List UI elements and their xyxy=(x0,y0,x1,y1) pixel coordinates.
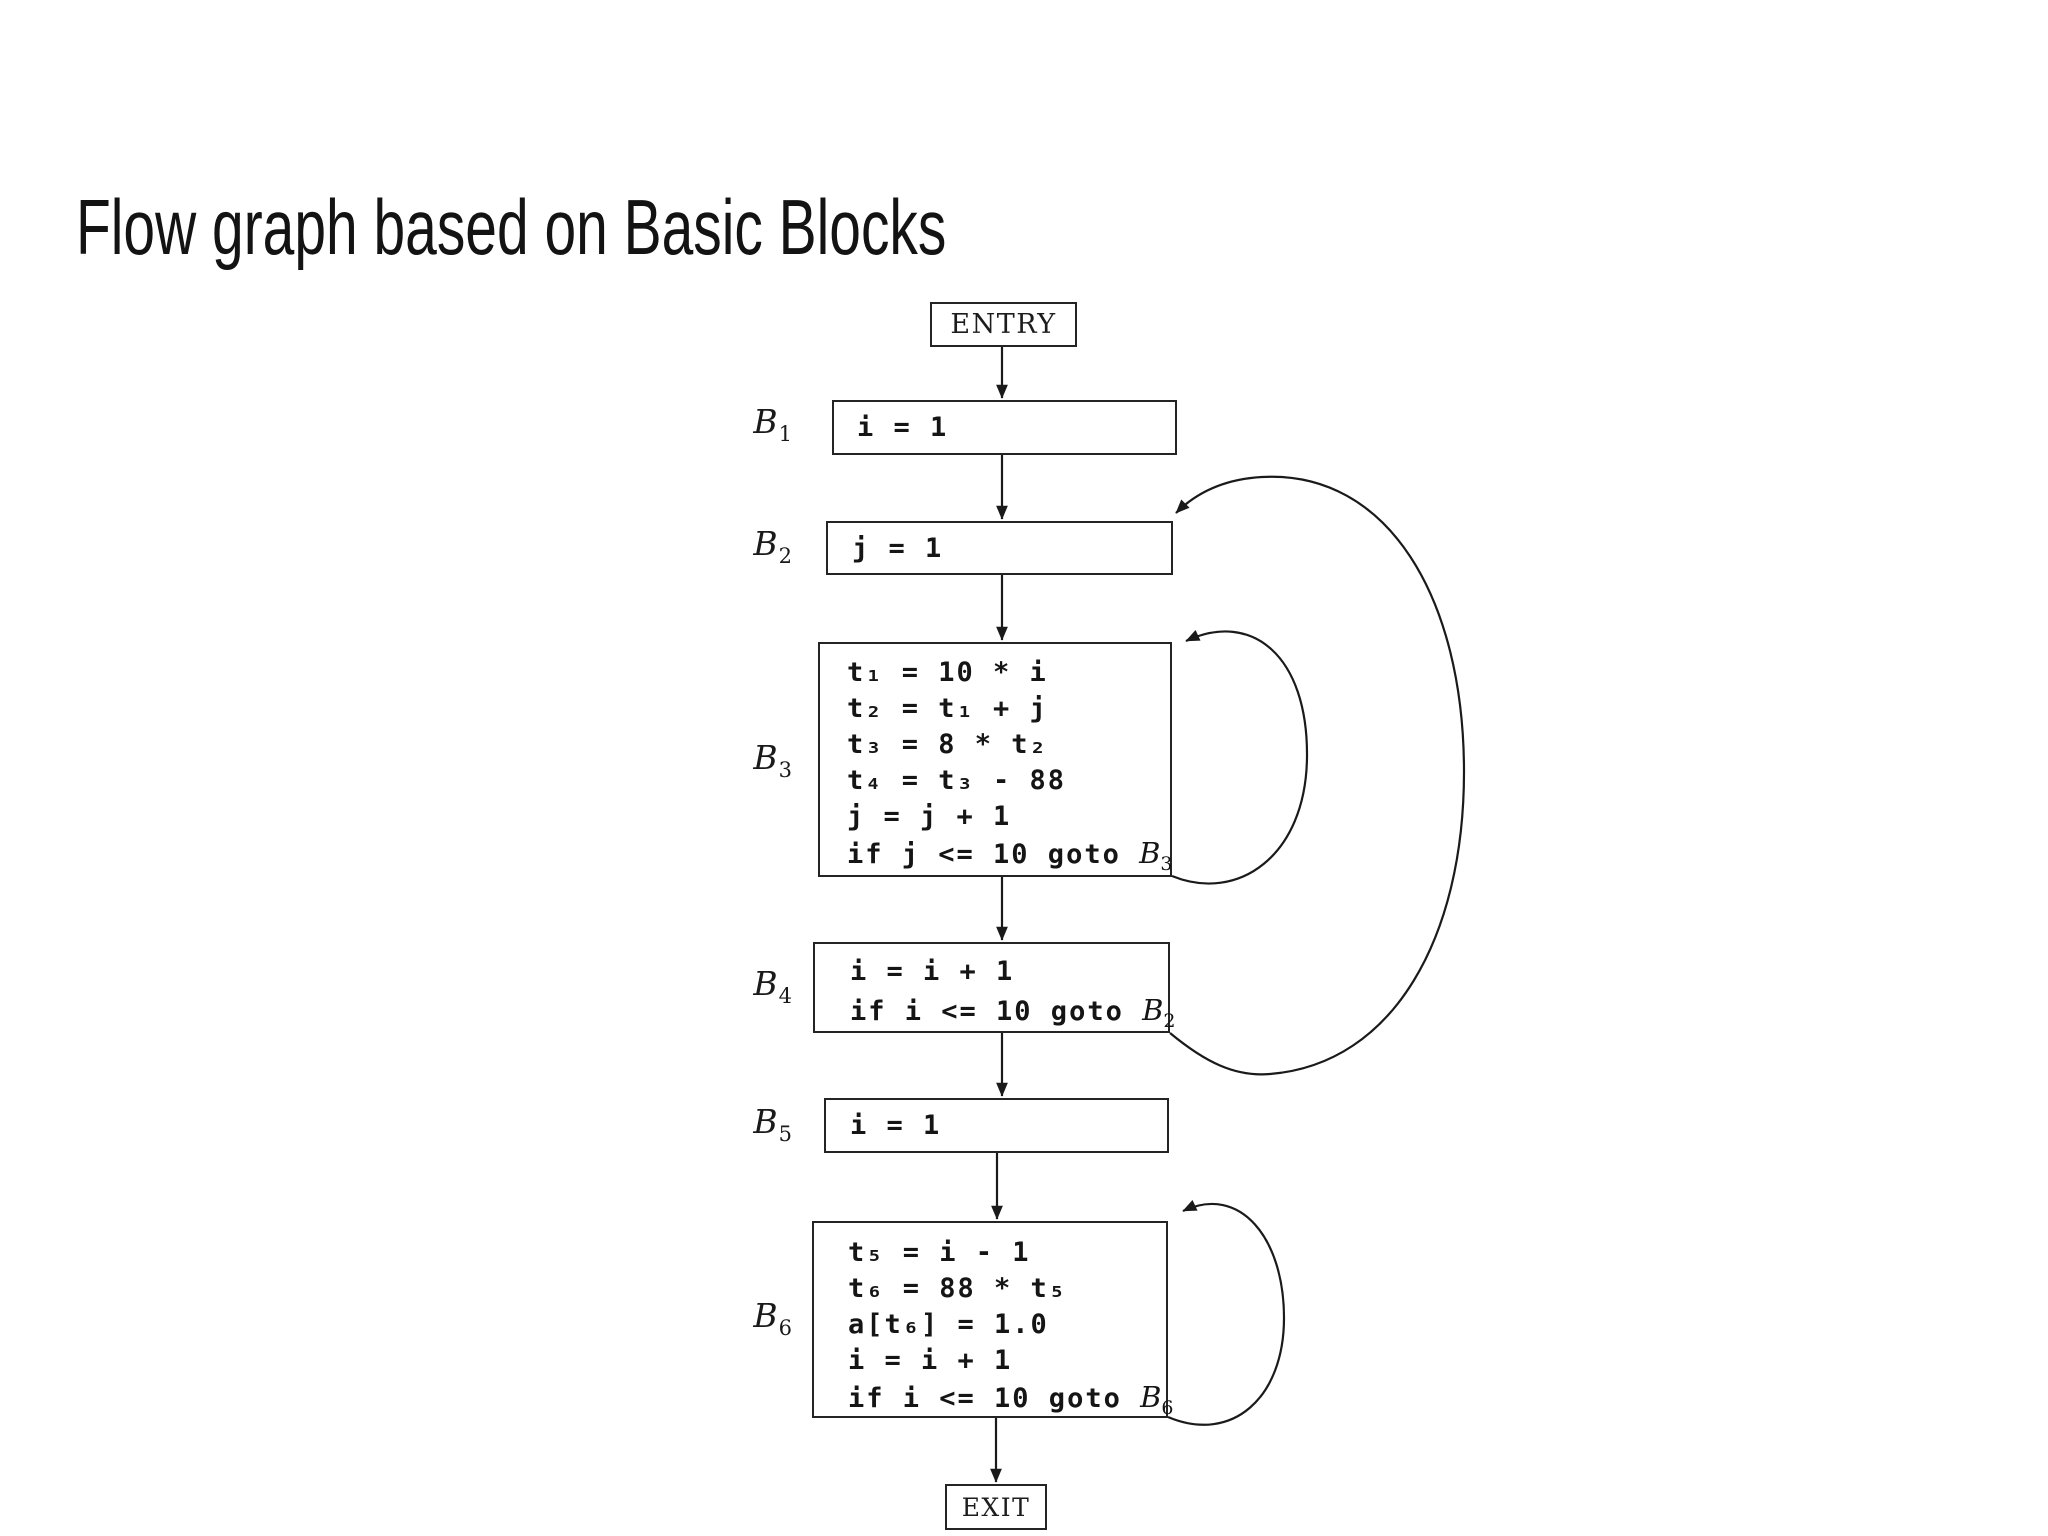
code-line: i = i + 1 xyxy=(850,956,1015,987)
block-label-b3: B3 xyxy=(753,738,792,782)
code-line: t₄ = t₃ - 88 xyxy=(847,765,1067,796)
basic-block-b4: i = i + 1 if i <= 10 goto B2 xyxy=(813,942,1176,1033)
basic-block-b6: t₅ = i - 1 t₆ = 88 * t₅ a[t₆] = 1.0 i = … xyxy=(812,1221,1174,1419)
code-line-goto: if i <= 10 goto B2 xyxy=(850,993,1176,1032)
block-label-b6: B6 xyxy=(753,1296,792,1340)
page-title: Flow graph based on Basic Blocks xyxy=(76,183,947,272)
code-line: a[t₆] = 1.0 xyxy=(848,1309,1049,1340)
entry-node: ENTRY xyxy=(930,302,1077,347)
code-line: t₆ = 88 * t₅ xyxy=(848,1273,1068,1304)
goto-target: B xyxy=(1142,993,1164,1027)
exit-label: EXIT xyxy=(961,1492,1031,1522)
goto-target: B xyxy=(1140,1380,1162,1414)
edge-b3-self-loop xyxy=(1171,630,1309,885)
basic-block-b3: t₁ = 10 * i t₂ = t₁ + j t₃ = 8 * t₂ t₄ =… xyxy=(818,642,1173,877)
code-line: i = 1 xyxy=(850,1110,942,1141)
edge-b4-b2-loop xyxy=(1169,475,1466,1076)
block-label-b2: B2 xyxy=(753,524,792,568)
basic-block-b5: i = 1 xyxy=(824,1098,1169,1153)
code-line: i = 1 xyxy=(857,412,949,443)
block-label-b1: B1 xyxy=(753,402,792,446)
code-line-goto: if j <= 10 goto B3 xyxy=(847,836,1173,875)
exit-node: EXIT xyxy=(945,1484,1047,1530)
basic-block-b1: i = 1 xyxy=(832,400,1177,455)
edge-b6-self-loop xyxy=(1167,1200,1286,1426)
code-line: t₂ = t₁ + j xyxy=(847,693,1048,724)
block-label-b5: B5 xyxy=(753,1102,792,1146)
goto-target: B xyxy=(1139,836,1161,870)
code-line: i = i + 1 xyxy=(848,1345,1013,1376)
code-line: t₁ = 10 * i xyxy=(847,657,1048,688)
code-line: t₃ = 8 * t₂ xyxy=(847,729,1048,760)
basic-block-b2: j = 1 xyxy=(826,521,1173,575)
block-label-b4: B4 xyxy=(753,964,792,1008)
code-line: j = 1 xyxy=(852,532,944,564)
entry-label: ENTRY xyxy=(950,309,1057,340)
code-line: j = j + 1 xyxy=(847,801,1012,832)
code-line-goto: if i <= 10 goto B6 xyxy=(848,1380,1174,1419)
code-line: t₅ = i - 1 xyxy=(848,1237,1031,1268)
